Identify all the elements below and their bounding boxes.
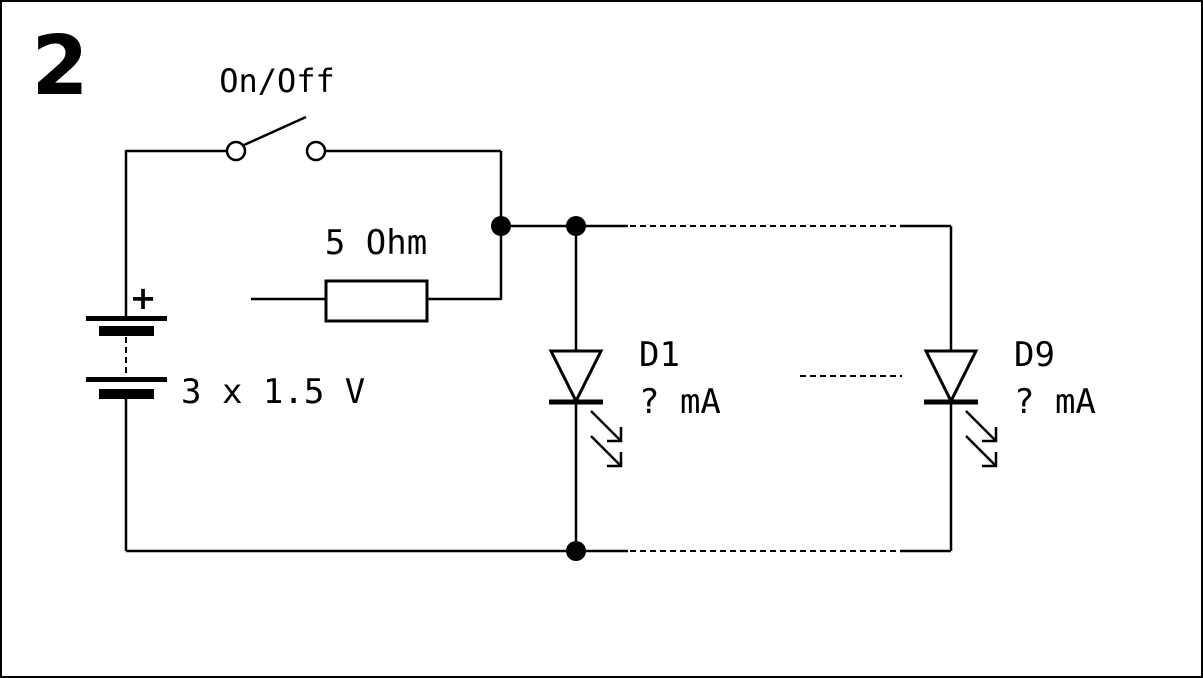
battery-plus-sign: + [130, 279, 157, 317]
arrow-head [607, 427, 623, 443]
resistor-symbol [251, 279, 501, 323]
led-d9-light-arrows [965, 410, 998, 468]
led-d9-name: D9 [1014, 335, 1055, 375]
arrow-head [982, 452, 998, 468]
arrow-line [590, 435, 622, 467]
led-d1-triangle [548, 349, 604, 405]
battery-plate-long-1 [86, 316, 167, 321]
switch-lever [243, 115, 307, 147]
figure-number: 2 [31, 19, 88, 114]
arrow-line [965, 410, 997, 442]
led-d9-triangle [923, 349, 979, 405]
battery-plate-short-1 [99, 326, 154, 336]
switch-contact-left [225, 140, 247, 162]
led-d9-current: ? mA [1014, 382, 1096, 422]
arrow-head [607, 452, 623, 468]
switch-label: On/Off [219, 62, 335, 100]
led-d9 [923, 226, 998, 551]
arrow-line [965, 435, 997, 467]
battery-plate-short-2 [99, 389, 154, 399]
led-d1-current: ? mA [639, 382, 721, 422]
resistor-body [324, 279, 429, 323]
arrow-line [590, 410, 622, 442]
led-d1-light-arrows [590, 410, 623, 468]
led-d1 [548, 226, 623, 551]
resistor-label: 5 Ohm [325, 223, 427, 263]
led-d1-name: D1 [639, 335, 680, 375]
battery-plate-long-2 [86, 377, 167, 382]
battery-label: 3 x 1.5 V [181, 372, 365, 412]
battery-symbol [86, 150, 167, 551]
switch-contact-right [305, 140, 327, 162]
junction-dot-switch [491, 216, 511, 236]
arrow-head [982, 427, 998, 443]
